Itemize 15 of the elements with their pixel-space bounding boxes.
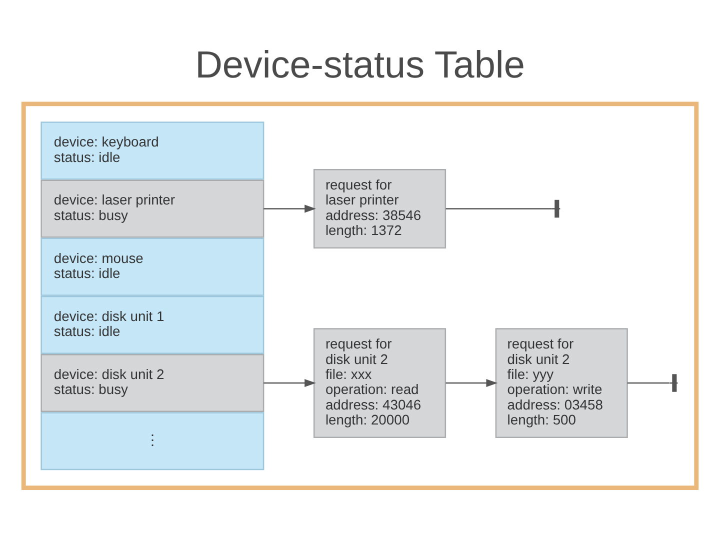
arrow (446, 379, 498, 388)
node-box: device: disk unit 2 status: busy (40, 354, 264, 412)
connector (446, 208, 560, 210)
arrow (264, 204, 316, 213)
cluster (21, 102, 699, 490)
node-box: device: mouse status: idle (40, 238, 264, 296)
node-box: request for disk unit 2 file: xxx operation: read address: 43046 length: 20000 (313, 328, 446, 438)
diagram-title: Device-status Table (195, 44, 525, 86)
arrow (264, 379, 316, 388)
node-box: request for disk unit 2 file: yyy operation: write address: 03458 length: 500 (495, 328, 628, 438)
node-box: device: disk unit 1 status: idle (40, 296, 264, 354)
node-box: device: laser printer status: busy (40, 180, 264, 238)
node-box: request for laser printer address: 38546 length: 1372 (313, 168, 446, 249)
node-box: ⋮ (40, 412, 264, 470)
node-box: device: keyboard status: idle (40, 122, 264, 180)
